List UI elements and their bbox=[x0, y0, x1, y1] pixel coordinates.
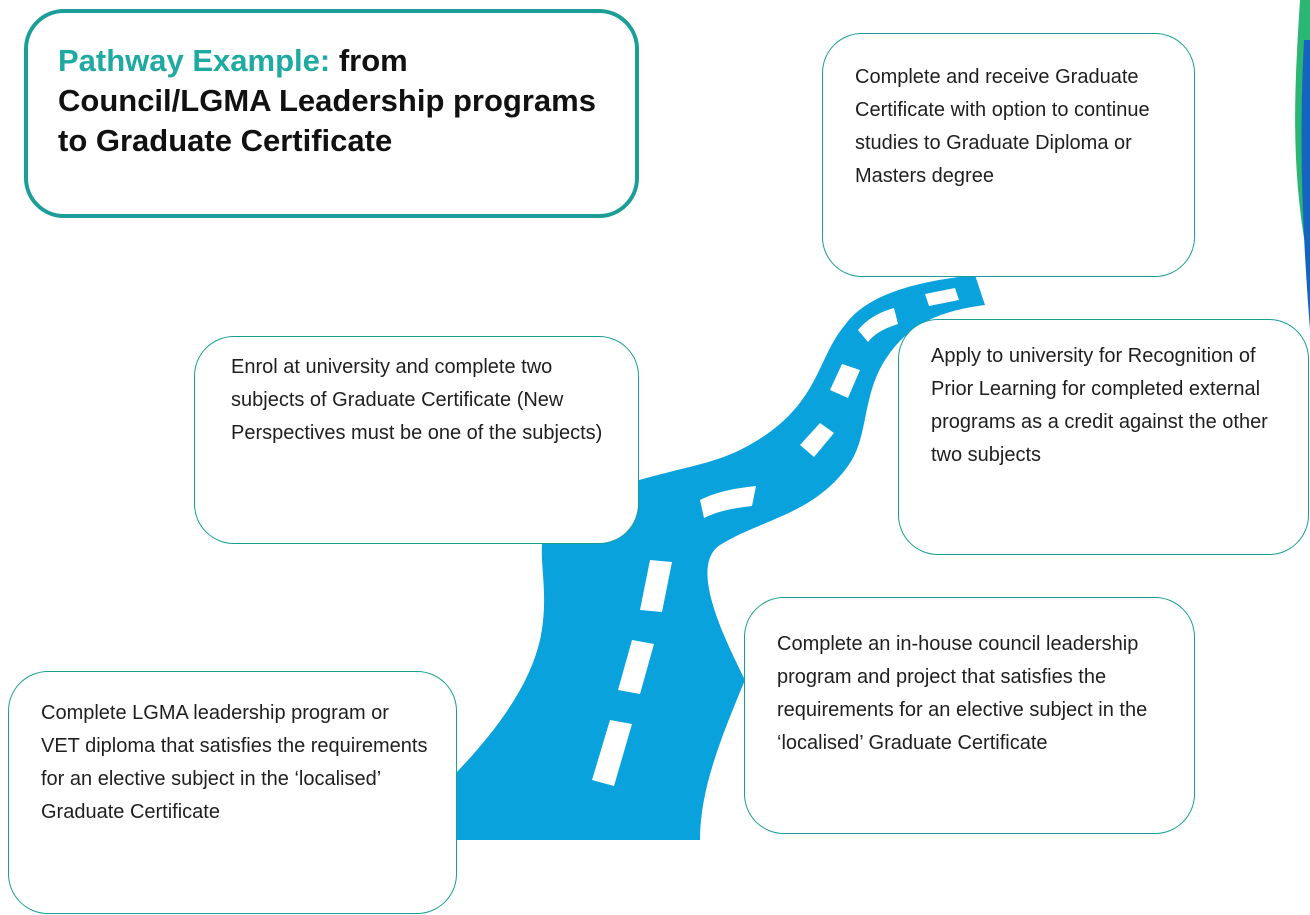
decorative-swoosh bbox=[1295, 0, 1310, 330]
road-center-markings bbox=[592, 288, 959, 786]
pathway-title-box: Pathway Example: from Council/LGMA Leade… bbox=[24, 9, 639, 218]
step-graduate-certificate: Complete and receive Graduate Certificat… bbox=[822, 33, 1195, 277]
road-surface bbox=[385, 275, 985, 840]
step-in-house-program: Complete an in-house council leadership … bbox=[744, 597, 1195, 834]
step-enrol-university: Enrol at university and complete two sub… bbox=[194, 336, 639, 544]
title-text: from Council/LGMA Leadership programs to… bbox=[58, 43, 596, 158]
step-recognition-prior-learning: Apply to university for Recognition of P… bbox=[898, 319, 1309, 555]
step-lgma-program: Complete LGMA leadership program or VET … bbox=[8, 671, 457, 914]
title-accent: Pathway Example: bbox=[58, 43, 331, 78]
